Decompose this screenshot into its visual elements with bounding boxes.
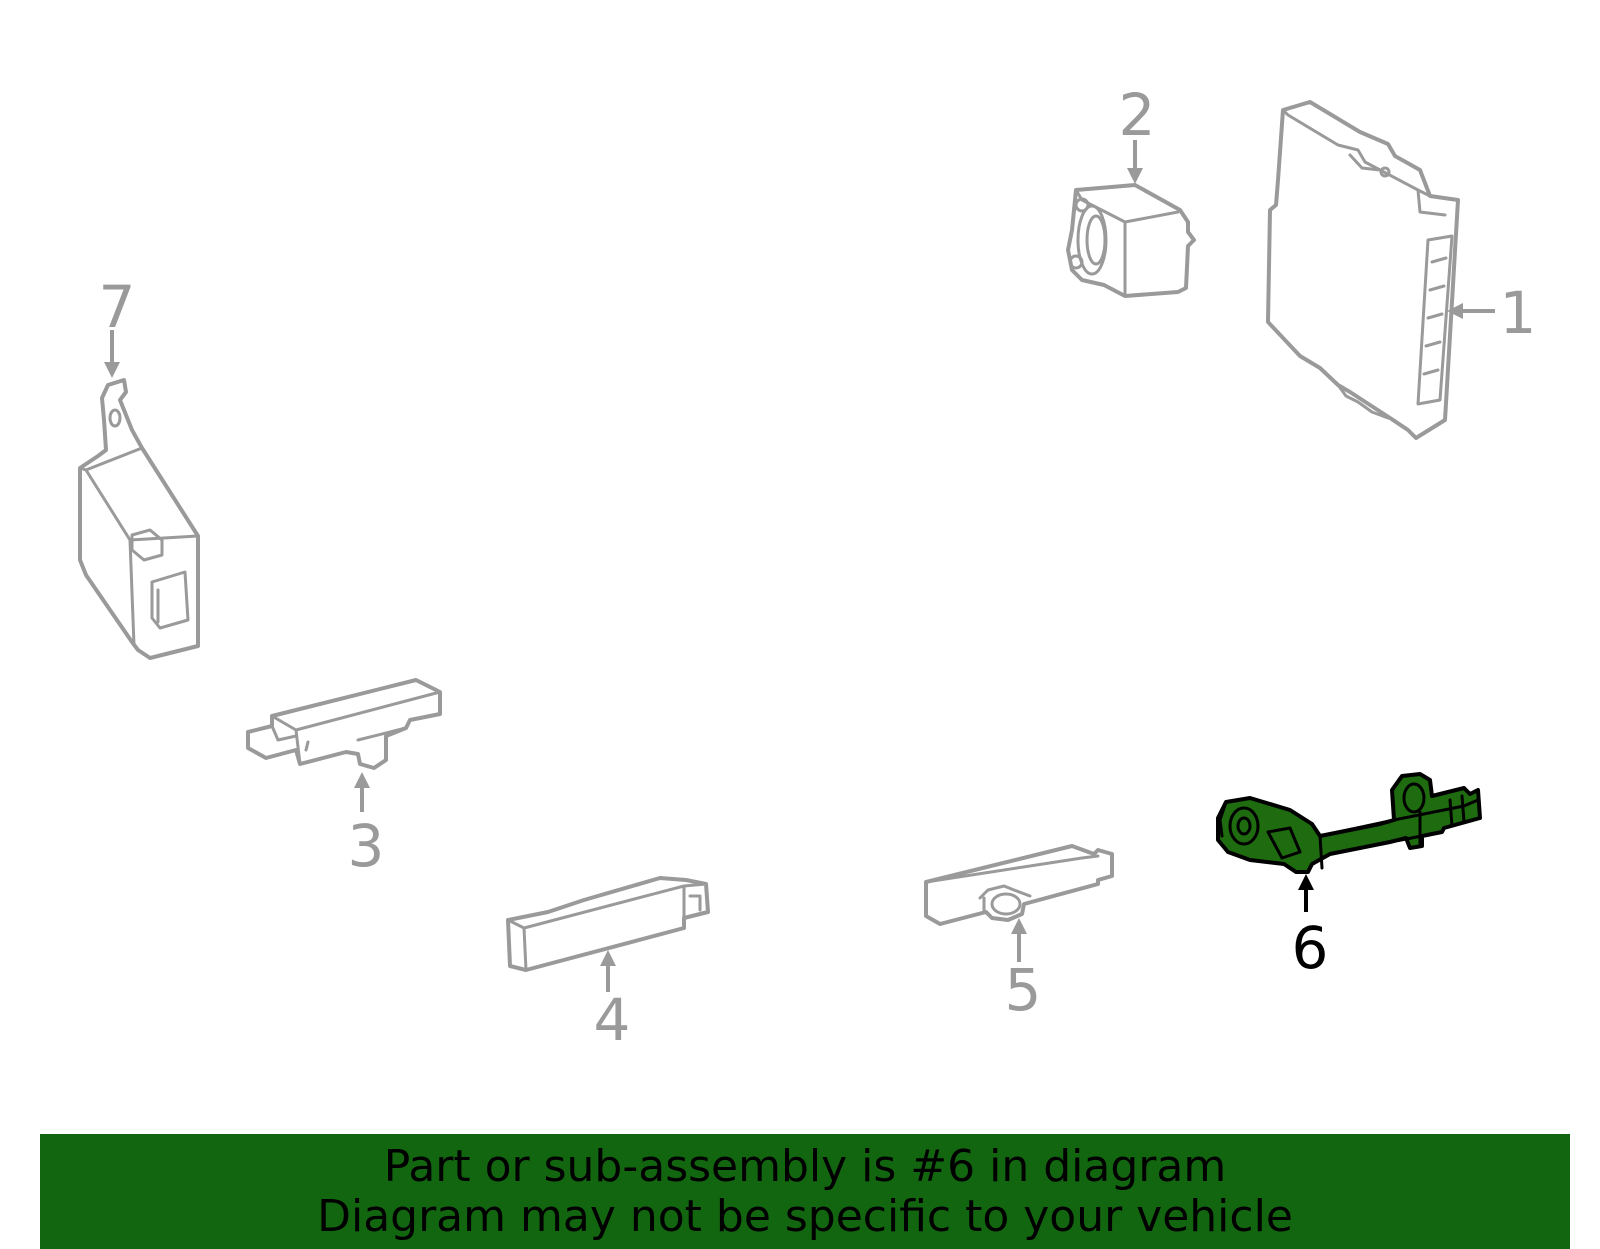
callout-number-7: 7 xyxy=(99,273,136,341)
part-5-antenna[interactable] xyxy=(924,844,1114,926)
part-3-antenna[interactable] xyxy=(246,678,442,770)
part-2-buzzer[interactable] xyxy=(1066,183,1196,298)
callout-5: 5 xyxy=(1005,918,1042,1024)
callout-7: 7 xyxy=(99,273,136,378)
banner-line-2: Diagram may not be specific to your vehi… xyxy=(317,1191,1293,1242)
part-6-sensor-bracket-highlighted[interactable] xyxy=(1216,772,1482,874)
callout-number-5: 5 xyxy=(1005,956,1042,1024)
info-banner: Part or sub-assembly is #6 in diagram Di… xyxy=(40,1134,1570,1249)
callout-2: 2 xyxy=(1119,81,1156,184)
part-7-module-with-bracket[interactable] xyxy=(78,378,200,660)
banner-line-1: Part or sub-assembly is #6 in diagram xyxy=(383,1141,1227,1192)
callout-4: 4 xyxy=(594,950,631,1054)
callout-number-4: 4 xyxy=(594,986,631,1054)
callout-number-6: 6 xyxy=(1292,914,1329,982)
part-1-control-module[interactable] xyxy=(1266,100,1460,440)
callout-number-2: 2 xyxy=(1119,81,1156,149)
callout-6: 6 xyxy=(1292,874,1329,982)
callout-number-1: 1 xyxy=(1500,279,1537,347)
callout-number-3: 3 xyxy=(348,812,385,880)
callout-3: 3 xyxy=(348,772,385,880)
callout-1: 1 xyxy=(1447,279,1536,347)
part-4-antenna-bar[interactable] xyxy=(506,876,710,972)
